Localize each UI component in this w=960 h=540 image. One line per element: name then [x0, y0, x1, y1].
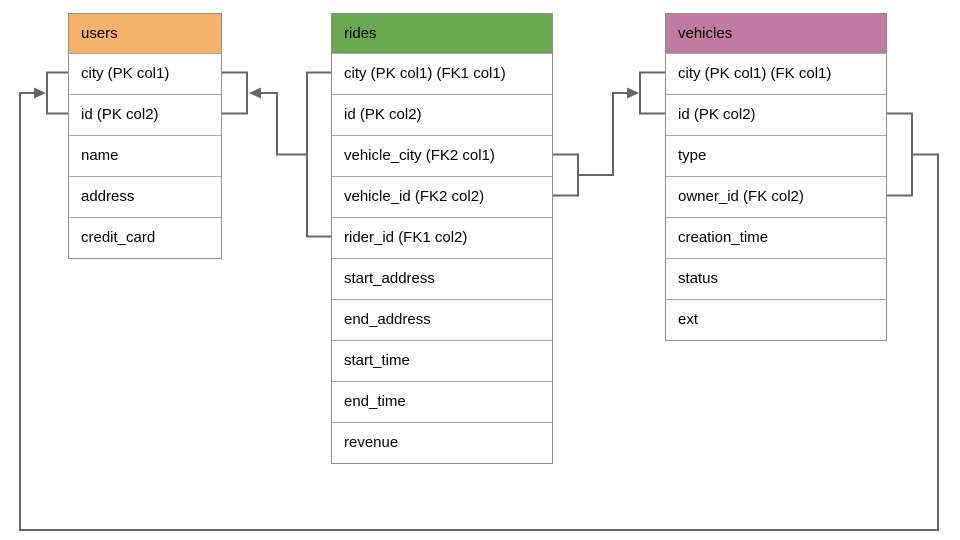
- table-users: users city (PK col1) id (PK col2) name a…: [68, 13, 222, 259]
- field-rides-end-address: end_address: [332, 299, 552, 340]
- field-vehicles-id: id (PK col2): [666, 94, 886, 135]
- arrowhead-into-vehicles-left: [627, 87, 639, 99]
- rides-fk2-bracket: [553, 153, 579, 197]
- field-users-city: city (PK col1): [69, 53, 221, 94]
- field-vehicles-ext: ext: [666, 299, 886, 340]
- field-vehicles-creation-time: creation_time: [666, 217, 886, 258]
- field-vehicles-status: status: [666, 258, 886, 299]
- table-vehicles-header: vehicles: [666, 14, 886, 53]
- vehicles-fk-bracket: [887, 112, 913, 197]
- field-users-credit-card: credit_card: [69, 217, 221, 258]
- field-rides-vehicle-city: vehicle_city (FK2 col1): [332, 135, 552, 176]
- users-pk-bracket-right: [222, 71, 248, 115]
- field-vehicles-city: city (PK col1) (FK col1): [666, 53, 886, 94]
- field-rides-rider-id: rider_id (FK1 col2): [332, 217, 552, 258]
- relationship-rides-to-users: [222, 71, 331, 238]
- arrowhead-into-users-left: [34, 87, 46, 99]
- rides-fk1-bracket: [306, 71, 331, 238]
- field-users-id: id (PK col2): [69, 94, 221, 135]
- rides-to-vehicles-lead-line: [578, 92, 627, 176]
- field-vehicles-owner-id: owner_id (FK col2): [666, 176, 886, 217]
- relationship-rides-to-vehicles: [553, 71, 665, 197]
- table-rides-header: rides: [332, 14, 552, 53]
- rides-to-users-lead-line: [261, 92, 307, 156]
- users-pk-bracket-left: [46, 71, 68, 115]
- table-users-header: users: [69, 14, 221, 53]
- field-rides-start-address: start_address: [332, 258, 552, 299]
- field-rides-start-time: start_time: [332, 340, 552, 381]
- field-rides-id: id (PK col2): [332, 94, 552, 135]
- field-rides-end-time: end_time: [332, 381, 552, 422]
- field-rides-vehicle-id: vehicle_id (FK2 col2): [332, 176, 552, 217]
- field-rides-revenue: revenue: [332, 422, 552, 463]
- table-rides: rides city (PK col1) (FK1 col1) id (PK c…: [331, 13, 553, 464]
- field-vehicles-type: type: [666, 135, 886, 176]
- table-vehicles: vehicles city (PK col1) (FK col1) id (PK…: [665, 13, 887, 341]
- field-rides-city: city (PK col1) (FK1 col1): [332, 53, 552, 94]
- field-users-name: name: [69, 135, 221, 176]
- field-users-address: address: [69, 176, 221, 217]
- vehicles-pk-bracket-left: [639, 71, 665, 115]
- arrowhead-into-users-right: [249, 87, 261, 99]
